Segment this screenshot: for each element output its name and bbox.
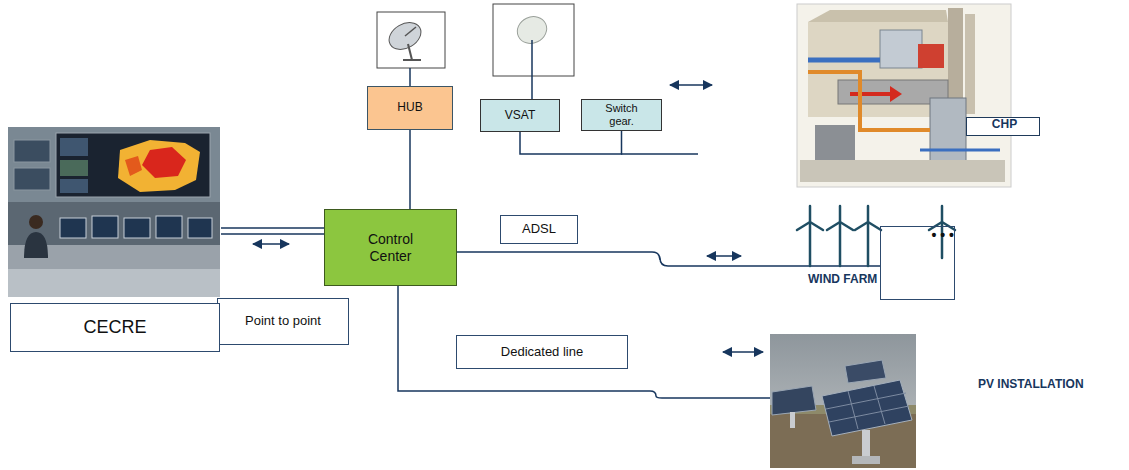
cecre-box: CECRE	[10, 303, 220, 352]
double-arrow	[253, 243, 289, 245]
node-text: VSAT	[505, 109, 535, 123]
site-label: WIND FARM	[808, 273, 877, 287]
pv-photo	[770, 334, 916, 468]
node-text: CHP	[992, 118, 1017, 132]
node-text: Switch gear.	[599, 102, 645, 127]
node-text: Dedicated line	[501, 345, 583, 360]
point-to-point-box: Point to point	[217, 298, 349, 345]
more-sites-box: • • •	[880, 226, 955, 300]
vsat-box: VSAT	[480, 99, 560, 132]
control-center-box: Control Center	[324, 209, 457, 286]
double-arrow	[670, 84, 712, 86]
bus-line	[621, 153, 698, 155]
wind-turbines	[797, 206, 955, 266]
adsl-box: ADSL	[500, 215, 578, 244]
hub-box: HUB	[367, 86, 453, 130]
node-text: Control Center	[351, 231, 431, 263]
vsat-dish	[493, 4, 574, 99]
site-label: PV INSTALLATION	[978, 378, 1084, 392]
node-text: Point to point	[245, 314, 321, 329]
node-text: CECRE	[83, 317, 146, 338]
node-text: • • •	[932, 227, 954, 243]
chp-illustration	[797, 4, 1011, 187]
connector-line	[520, 131, 622, 154]
double-arrow	[707, 255, 741, 257]
control-room-photo	[8, 127, 220, 297]
dedicated-line-box: Dedicated line	[456, 335, 628, 369]
switchgear-box: Switch gear.	[581, 99, 662, 131]
hub-dish	[377, 12, 445, 86]
node-text: HUB	[397, 101, 422, 115]
chp-box: CHP	[966, 117, 1040, 136]
node-text: ADSL	[522, 222, 556, 237]
double-arrow	[723, 351, 763, 353]
connector-line	[409, 130, 411, 209]
